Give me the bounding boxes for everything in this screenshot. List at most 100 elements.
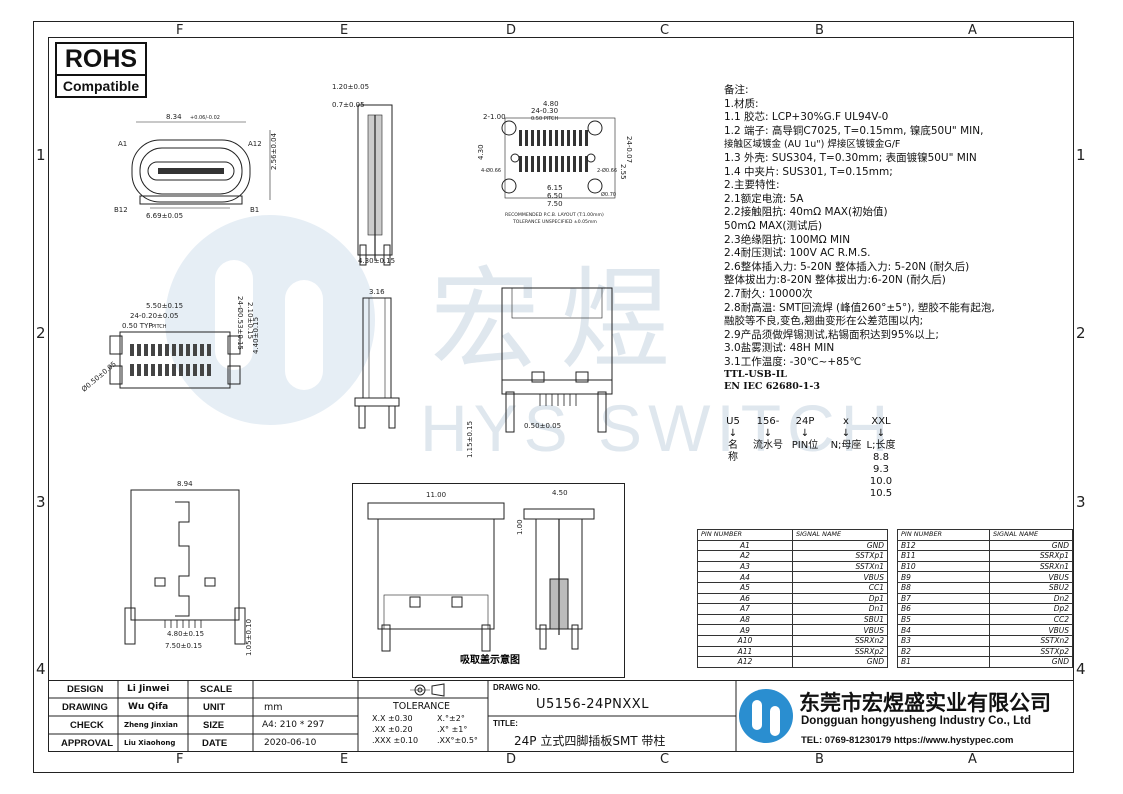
zone-a-top: A (968, 23, 977, 38)
note-line: 2.7耐久: 10000次 (724, 287, 813, 300)
suction-cap-drawing: 11.00 4.50 1.00 吸取盖示意图 (367, 489, 595, 666)
pn-length: 8.8 (873, 452, 889, 463)
drawing-name: Wu Qifa (128, 702, 169, 712)
pn-name: 名称 (728, 440, 738, 463)
table-header-row: PIN NUMBER SIGNAL NAME (897, 529, 1073, 541)
rohs-subtitle: Compatible (62, 78, 140, 94)
check-label: CHECK (70, 720, 104, 731)
note-line: EN IEC 62680-1-3 (724, 381, 820, 393)
top-view-drawing: 8.94 4.80±0.15 7.50±0.15 1.05±0.10 (124, 480, 253, 656)
pin-number: B7 (897, 592, 990, 605)
zone-2-left: 2 (36, 324, 46, 342)
design-label: DESIGN (67, 684, 104, 695)
note-line: 2.2接触阻抗: 40mΩ MAX(初始值) (724, 206, 888, 219)
zone-a-bottom: A (968, 752, 977, 767)
dim-pitch: PITCH (152, 324, 167, 330)
pcb-dim-6-15: 6.15 (547, 184, 563, 192)
note-line: TTL-USB-IL (724, 369, 787, 381)
design-name: Li Jinwei (127, 684, 170, 694)
tolerance-angle-2: .X° ±1° (437, 725, 468, 734)
pin-number: B8 (897, 581, 990, 594)
pin-number: A9 (697, 624, 793, 636)
dim-1-20: 1.20±0.05 (332, 83, 369, 91)
size-value: A4: 210 * 297 (262, 720, 325, 730)
column-header: PIN NUMBER (897, 529, 990, 541)
zone-d-top: D (506, 23, 517, 38)
pin-number: A2 (697, 550, 793, 562)
drawing-label: DRAWING (62, 702, 108, 713)
note-line: 50mΩ MAX(测试后) (724, 219, 823, 232)
signal-name: Dn2 (989, 592, 1073, 605)
pn-col-name: U5 ↓ 名称 (724, 416, 742, 464)
signal-name: GND (792, 656, 888, 668)
signal-name: Dn1 (792, 603, 888, 615)
dim-4-40: 4.40±0.15 (252, 317, 260, 354)
pin-b12-label: B12 (114, 206, 128, 214)
dim-4-50: 4.50 (552, 489, 568, 497)
signal-name: SSTXp2 (989, 645, 1073, 658)
pin-number: A6 (697, 592, 793, 605)
pin-number: A10 (697, 634, 793, 647)
approval-label: APPROVAL (61, 738, 114, 749)
note-line: 2.1额定电流: 5A (724, 192, 804, 205)
size-label: SIZE (203, 720, 225, 731)
notes-block: 备注: 1.材质: 1.1 胶芯: LCP+30%G.F UL94V-0 1.2… (724, 84, 1074, 393)
note-line: 1.4 中夹片: SUS301, T=0.15mm; (724, 165, 893, 178)
signal-name: SBU1 (792, 613, 888, 626)
title-block (48, 680, 1074, 752)
note-line: 融胶等不良,变色,翘曲变形在公差范围以内; (724, 315, 924, 328)
signal-name: CC1 (792, 581, 888, 594)
pcb-dim-4-80: 4.80 (543, 100, 559, 108)
signal-name: CC2 (989, 613, 1073, 626)
column-header: PIN NUMBER (697, 529, 793, 541)
pin-number: B9 (897, 571, 990, 583)
signal-name: GND (989, 539, 1073, 552)
pin-number: B5 (897, 613, 990, 626)
approval-name: Liu Xiaohong (124, 739, 176, 747)
zone-1-left: 1 (36, 146, 46, 164)
dim-1-00: 1.00 (516, 519, 524, 535)
pn-code: 24P (795, 416, 815, 427)
pin-number: B10 (897, 560, 990, 573)
pin-number: A3 (697, 560, 793, 573)
note-line: 2.3绝缘阻抗: 100MΩ MIN (724, 233, 851, 246)
title-block-grid (48, 680, 737, 752)
pn-arrow: ↓ (841, 428, 851, 439)
column-header: SIGNAL NAME (989, 529, 1073, 541)
pin-number: A5 (697, 581, 793, 594)
note-line: 1.2 端子: 高导铜C7025, T=0.15mm, 镍底50U" MIN, (724, 124, 984, 137)
zone-1-right: 1 (1076, 146, 1086, 164)
company-contact: TEL: 0769-81230179 https://www.hystypec.… (801, 735, 1014, 746)
zone-3-left: 3 (36, 493, 46, 511)
signal-name: VBUS (792, 624, 888, 636)
pcb-tolerance-note: TOLERANCE UNSPECIFIED ±0.05mm (512, 219, 597, 225)
suction-cap-panel (352, 483, 625, 678)
pn-col-type: x ↓ N;母座 (826, 416, 866, 452)
pin-number: B4 (897, 624, 990, 636)
tolerance-linear-3: .XXX ±0.10 (372, 736, 419, 745)
pn-length: 10.0 (869, 476, 893, 487)
note-line: 整体拔出力:8-20N 整体拔出力:6-20N (耐久后) (724, 274, 946, 287)
pcb-dim-2-066: 2-Ø0.66 (597, 167, 617, 174)
pin-number: B3 (897, 634, 990, 647)
dim-5-50: 5.50±0.15 (146, 302, 183, 310)
pn-code: U5 (726, 416, 740, 427)
pcb-layout-drawing: 4.80 24-0.30 0.50 PITCH 2-1.00 24-0.07 4… (477, 100, 633, 225)
pin-number: A11 (697, 645, 793, 658)
pn-code: 156- (756, 416, 780, 427)
dim-3-16: 3.16 (369, 288, 385, 296)
pn-col-pin: 24P ↓ PIN位 (787, 416, 823, 452)
note-line: 接触区域镀金 (AU 1u") 焊接区镀镀金G/F (724, 139, 901, 151)
